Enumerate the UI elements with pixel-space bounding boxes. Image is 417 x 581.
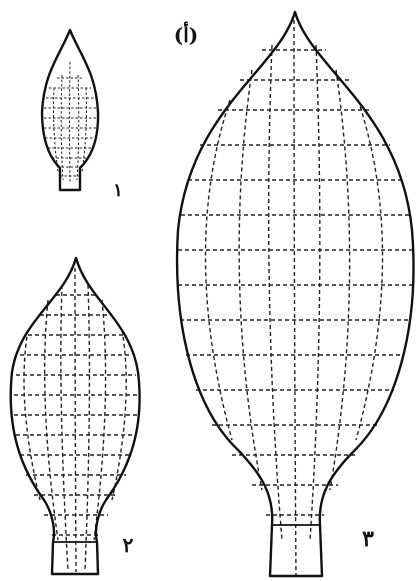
leaf-1: ١: [42, 30, 123, 201]
leaf-2: ٢: [11, 258, 140, 574]
leaf-3: ٣: [177, 12, 413, 576]
leaf-2-number: ٢: [123, 533, 134, 557]
panel-label: (أ): [174, 21, 199, 47]
leaf-3-number: ٣: [362, 526, 374, 552]
leaf-1-number: ١: [113, 180, 123, 201]
